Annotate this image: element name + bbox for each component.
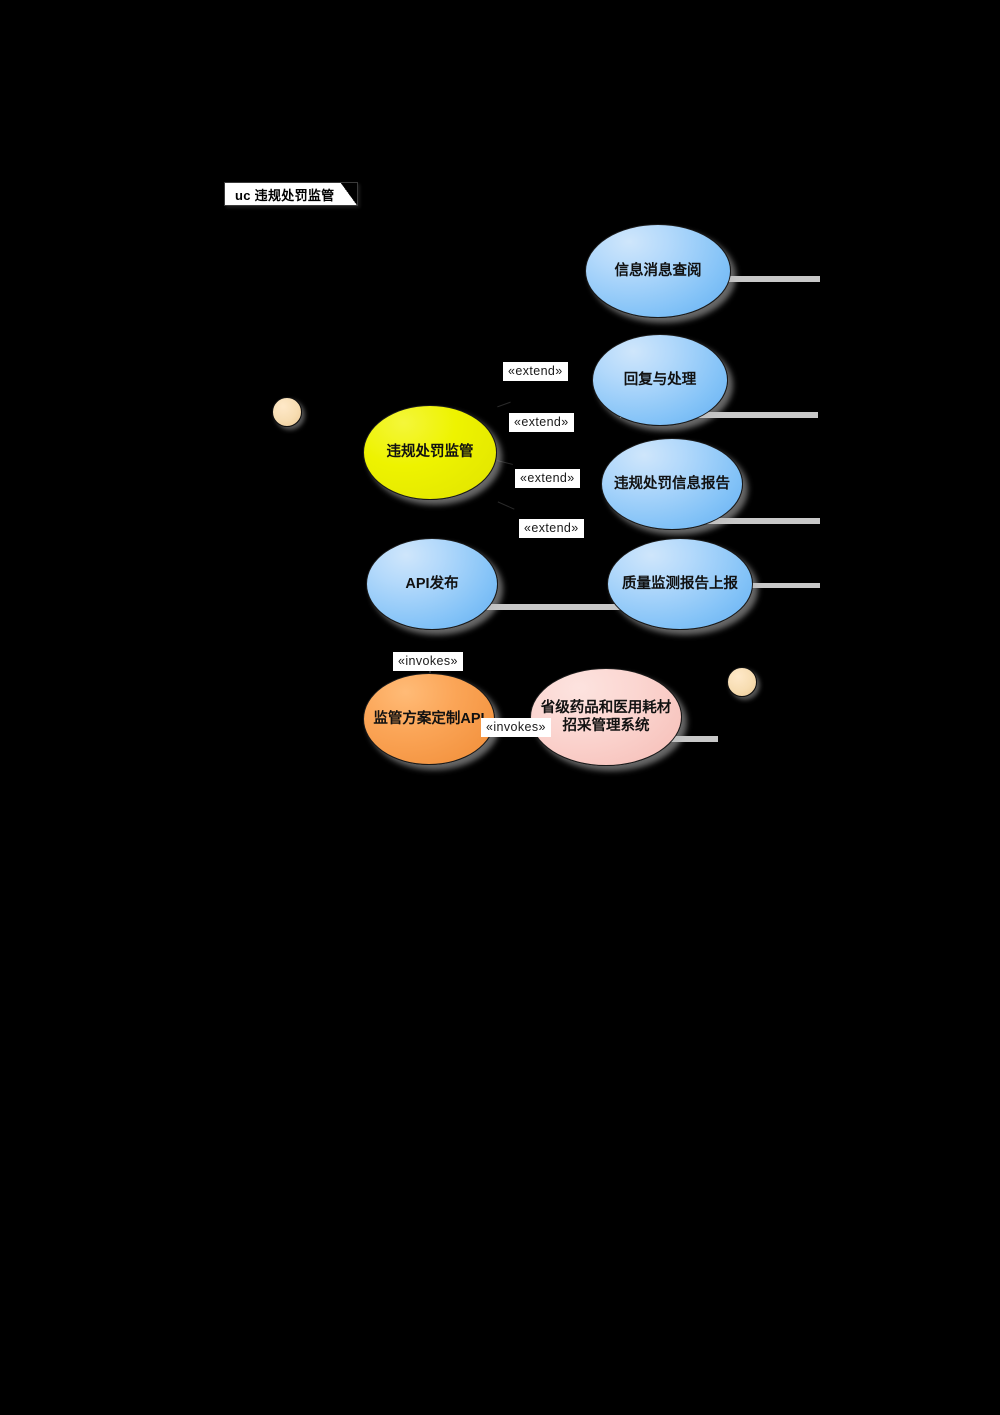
use-case-supervision-plan-custom-api[interactable]: 监管方案定制API: [363, 673, 495, 765]
use-case-label: API发布: [405, 575, 459, 592]
use-case-label: 省级药品和医用耗材 招采管理系统: [535, 699, 678, 735]
stereotype-invokes-2: «invokes»: [481, 718, 551, 737]
use-case-label-line-1: 省级药品和医用耗材: [540, 699, 672, 716]
diagram-frame-tab: uc 违规处罚监管: [224, 182, 358, 206]
connector-procurement-system-right: [648, 736, 718, 742]
stereotype-extend-4: «extend»: [519, 519, 584, 538]
use-case-label: 回复与处理: [623, 371, 697, 388]
use-case-label: 信息消息查阅: [614, 262, 702, 279]
use-case-label: 违规处罚信息报告: [614, 475, 730, 492]
use-case-label: 违规处罚监管: [386, 444, 474, 461]
stereotype-extend-3: «extend»: [515, 469, 580, 488]
connector-api-publish-to-quality: [486, 604, 628, 610]
actor-right[interactable]: [727, 667, 757, 697]
association-supervision-to-extend-3: [497, 460, 513, 466]
use-case-provincial-drug-procurement-system[interactable]: 省级药品和医用耗材 招采管理系统: [530, 668, 682, 766]
connector-info-message-review: [716, 276, 820, 282]
use-case-violation-penalty-info-report[interactable]: 违规处罚信息报告: [601, 438, 743, 530]
connector-violation-info-report: [648, 518, 820, 524]
stereotype-extend-1: «extend»: [503, 362, 568, 381]
use-case-label: 质量监测报告上报: [622, 575, 738, 592]
frame-tab-corner-icon: [341, 183, 357, 205]
use-case-reply-and-handle[interactable]: 回复与处理: [592, 334, 728, 426]
association-supervision-to-extend-1: [497, 401, 511, 408]
stereotype-extend-2: «extend»: [509, 413, 574, 432]
frame-title-label: uc 违规处罚监管: [235, 187, 335, 203]
stereotype-invokes-1: «invokes»: [393, 652, 463, 671]
use-case-api-publish[interactable]: API发布: [366, 538, 498, 630]
use-case-violation-penalty-supervision[interactable]: 违规处罚监管: [363, 405, 497, 500]
connector-reply-and-handle: [620, 412, 818, 418]
connector-quality-report: [700, 583, 820, 588]
use-case-quality-monitor-report-upload[interactable]: 质量监测报告上报: [607, 538, 753, 630]
use-case-label: 监管方案定制API: [373, 710, 485, 727]
actor-left[interactable]: [272, 397, 302, 427]
use-case-label-line-2: 招采管理系统: [562, 718, 650, 734]
use-case-info-message-review[interactable]: 信息消息查阅: [585, 224, 731, 318]
association-supervision-to-extend-4: [497, 501, 515, 510]
